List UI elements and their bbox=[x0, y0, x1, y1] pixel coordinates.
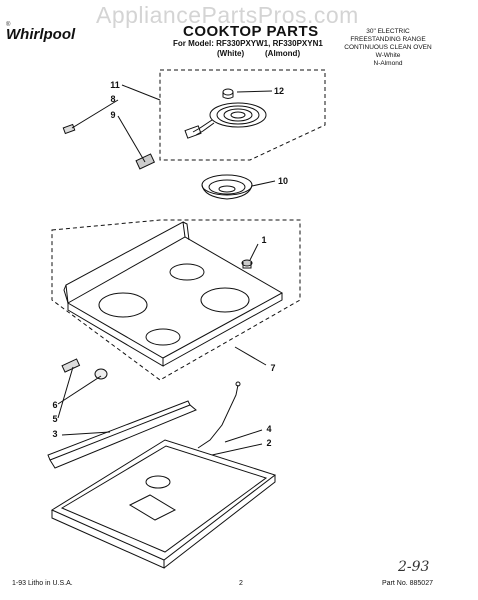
rear-rail bbox=[47, 400, 197, 469]
spacer-6 bbox=[94, 368, 108, 380]
spec-line: FREESTANDING RANGE bbox=[350, 36, 426, 43]
clip-1 bbox=[241, 259, 253, 269]
brand-registered-mark: ® bbox=[6, 22, 11, 28]
leader-line-4 bbox=[224, 429, 263, 443]
surface-unit-group-box bbox=[159, 69, 326, 161]
spec-line: N-Almond bbox=[373, 60, 403, 67]
page-title: COOKTOP PARTS bbox=[183, 23, 319, 40]
callout-1: 1 bbox=[261, 235, 267, 245]
leader-line-6 bbox=[57, 375, 102, 405]
callout-9: 9 bbox=[110, 110, 116, 120]
callout-5: 5 bbox=[52, 414, 58, 424]
leader-line-7 bbox=[234, 346, 267, 366]
callout-7: 7 bbox=[270, 363, 276, 373]
callout-11: 11 bbox=[110, 80, 120, 90]
leader-line-12 bbox=[236, 90, 273, 93]
leader-line-5 bbox=[57, 366, 74, 419]
leader-line-9 bbox=[117, 115, 146, 163]
leader-line-10 bbox=[251, 180, 276, 187]
spec-line: CONTINUOUS CLEAN OVEN bbox=[344, 44, 432, 51]
cooktop-opening bbox=[98, 292, 148, 318]
handwritten-date: 2-93 bbox=[398, 559, 430, 575]
cooktop-opening bbox=[200, 287, 250, 313]
terminal-cap bbox=[222, 88, 234, 99]
model-line: For Model: RF330PXYW1, RF330PXYN1 bbox=[173, 39, 323, 48]
hinge-5 bbox=[61, 358, 81, 373]
brand-logo: Whirlpool bbox=[6, 26, 76, 43]
watermark: AppliancePartsPros.com bbox=[96, 2, 359, 28]
cooktop-panel bbox=[63, 221, 284, 367]
color-white-label: (White) bbox=[217, 49, 245, 58]
callout-12: 12 bbox=[273, 86, 284, 96]
leader-line-3 bbox=[61, 431, 111, 436]
drip-bowl bbox=[201, 174, 253, 200]
color-almond-label: (Almond) bbox=[265, 49, 301, 58]
support-rod bbox=[197, 381, 241, 449]
callout-4: 4 bbox=[266, 424, 272, 434]
cooktop-group-box bbox=[51, 219, 301, 381]
callout-6: 6 bbox=[52, 400, 58, 410]
leader-line-8 bbox=[71, 99, 119, 129]
callout-8: 8 bbox=[110, 94, 116, 104]
spec-line: 30" ELECTRIC bbox=[366, 28, 410, 35]
main-top-pan bbox=[50, 439, 277, 569]
leader-line-2 bbox=[211, 443, 263, 456]
surface-unit-element bbox=[184, 102, 267, 139]
leader-line-1 bbox=[249, 243, 259, 261]
footer-litho: 1-93 Litho in U.S.A. bbox=[12, 580, 73, 587]
cooktop-opening bbox=[169, 263, 205, 281]
callout-10: 10 bbox=[277, 176, 288, 186]
part-number: Part No. 885027 bbox=[382, 580, 433, 587]
screw-8 bbox=[62, 123, 76, 135]
page-number: 2 bbox=[239, 580, 243, 587]
callout-2: 2 bbox=[266, 438, 272, 448]
cooktop-opening bbox=[145, 328, 181, 346]
leader-line-11 bbox=[121, 84, 161, 101]
spec-line: W-White bbox=[375, 52, 401, 59]
callout-3: 3 bbox=[52, 429, 58, 439]
